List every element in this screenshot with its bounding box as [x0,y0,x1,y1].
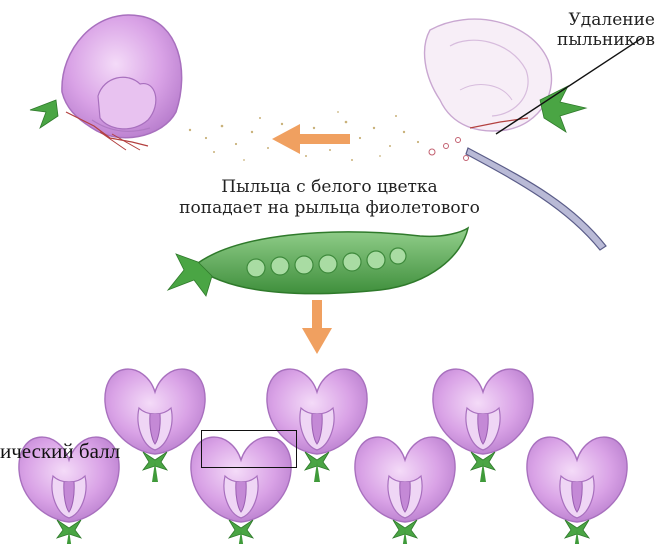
anther-removal-line2: пыльников [557,30,655,50]
overlay-text: ический балл [0,438,120,464]
caption-line2: попадает на рыльца фиолетового [0,198,659,219]
offspring-flower [527,437,627,544]
caption-line1: Пыльца с белого цветка [0,177,659,198]
offspring-flower [355,437,455,544]
pea-pod [168,228,468,296]
pollination-caption: Пыльца с белого цветка попадает на рыльц… [0,177,659,219]
purple-flower-pollinated [30,15,182,150]
down-arrow-icon [302,300,332,354]
anther-removal-line1: Удаление [557,10,655,30]
offspring-flower [105,369,205,482]
answer-box[interactable] [201,430,297,468]
anther-removal-label: Удаление пыльников [557,10,655,50]
left-arrow-icon [272,124,350,154]
